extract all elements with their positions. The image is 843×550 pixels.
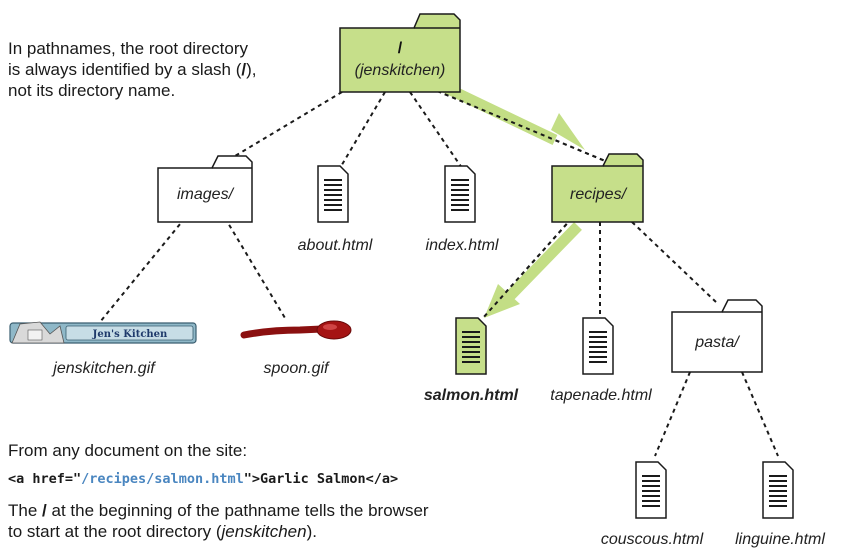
index-file-icon[interactable] [444, 165, 476, 223]
arrow-head-recipes [551, 113, 585, 150]
arrow-head-salmon [484, 284, 520, 318]
index-file-label: index.html [426, 237, 499, 254]
salmon-file-icon[interactable] [455, 317, 487, 375]
pasta-folder-icon[interactable] [671, 299, 763, 373]
about-file-icon[interactable] [317, 165, 349, 223]
footer-line-4: to start at the root directory (jenskitc… [8, 522, 317, 541]
code-path: /recipes/salmon.html [81, 471, 244, 487]
path-arrows [429, 80, 611, 319]
edge-root-recipes-overlay [429, 87, 611, 164]
arrow-root-to-recipes [437, 80, 558, 145]
root-folder-icon[interactable] [339, 13, 461, 93]
jenskitchen-logo-image[interactable]: Jen's Kitchen [9, 321, 197, 344]
images-folder-label: images/ [177, 186, 235, 203]
images-folder-icon[interactable] [157, 155, 253, 223]
about-file-label: about.html [298, 237, 373, 254]
footer-line-3: The / at the beginning of the pathname t… [8, 501, 429, 520]
code-example: <a href="/recipes/salmon.html">Garlic Sa… [8, 471, 399, 487]
root-slash: / [398, 40, 403, 57]
pasta-folder-label: pasta/ [694, 334, 740, 351]
couscous-file-icon[interactable] [635, 461, 667, 519]
intro-note: In pathnames, the root directory is alwa… [8, 38, 308, 101]
salmon-file-label: salmon.html [424, 387, 519, 404]
spoon-gif-label: spoon.gif [264, 360, 330, 377]
edge-pasta-couscous [654, 371, 691, 457]
jenskitchen-gif-label: jenskitchen.gif [51, 360, 156, 377]
logo-text: Jen's Kitchen [92, 329, 168, 340]
edge-images-spoon [224, 217, 286, 319]
edge-pasta-linguine [741, 371, 779, 457]
recipes-folder-label: recipes/ [570, 186, 628, 203]
intro-line-1: In pathnames, the root directory [8, 39, 249, 58]
intro-line-3: not its directory name. [8, 81, 176, 100]
couscous-file-label: couscous.html [601, 531, 704, 548]
tapenade-file-label: tapenade.html [550, 387, 652, 404]
linguine-file-label: linguine.html [735, 531, 825, 548]
edge-recipes-salmon-overlay [482, 217, 573, 319]
linguine-file-icon[interactable] [762, 461, 794, 519]
edge-root-images [219, 91, 343, 166]
tapenade-file-icon[interactable] [582, 317, 614, 375]
intro-line-2: is always identified by a slash (/), [8, 60, 257, 79]
footer-note: From any document on the site: <a href="… [8, 440, 528, 542]
spoon-image[interactable] [240, 320, 352, 340]
recipes-folder-icon[interactable] [551, 153, 644, 223]
edge-images-logo [99, 217, 186, 323]
edge-recipes-pasta [631, 221, 717, 303]
root-name: (jenskitchen) [355, 62, 446, 79]
arrow-recipes-to-salmon [506, 222, 582, 300]
footer-line-1: From any document on the site: [8, 441, 248, 460]
edge-root-about [339, 91, 386, 169]
edge-root-index [409, 91, 463, 169]
